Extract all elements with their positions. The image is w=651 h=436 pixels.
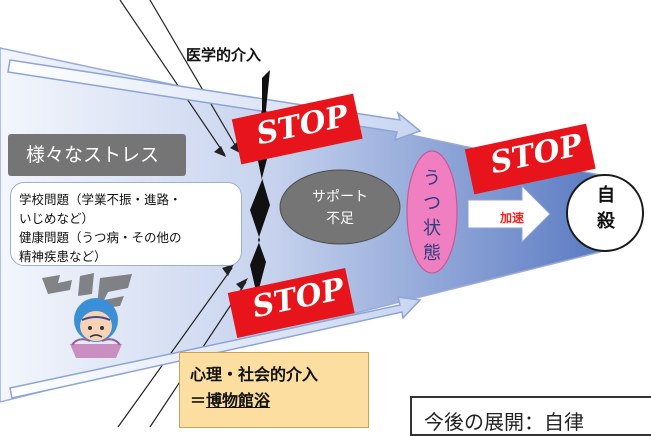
stress-line-3: 健康問題（うつ病・その他の xyxy=(19,230,182,245)
future-development-box: 今後の展開：自律 xyxy=(410,396,651,436)
museum-bath-label: 博物館浴 xyxy=(206,391,271,410)
stress-line-2: いじめなど） xyxy=(19,211,95,226)
stress-line-1: 学校問題（学業不振・進路・ xyxy=(19,192,182,207)
stress-line-4: 精神疾患など） xyxy=(19,249,107,264)
utsu-char-1: つ xyxy=(423,193,441,214)
suicide-label: 自殺 xyxy=(586,183,626,235)
equals-sign: ＝ xyxy=(190,391,207,410)
stop-sign-bottom xyxy=(227,268,355,338)
lower-flow-arrow xyxy=(9,296,422,399)
utsu-char-0: う xyxy=(423,168,441,189)
support-line-2: 不足 xyxy=(326,211,354,227)
utsu-char-2: 状 xyxy=(423,218,441,239)
suicide-char-0: 自 xyxy=(597,185,615,206)
acceleration-label: 加速 xyxy=(499,211,524,225)
acceleration-arrow-icon xyxy=(467,184,551,244)
medical-intervention-label: 医学的介入 xyxy=(186,46,262,64)
psychosocial-line-2: ＝博物館浴 xyxy=(190,388,358,414)
utsu-char-3: 態 xyxy=(423,243,441,264)
sad-person-icon xyxy=(42,273,132,358)
depression-label: うつ状態 xyxy=(418,166,446,266)
suicide-circle xyxy=(566,174,644,252)
support-shortage-label: サポート 不足 xyxy=(285,186,395,230)
arrowhead-top-1 xyxy=(214,146,226,157)
stress-title: 様々なストレス xyxy=(8,134,186,176)
stress-detail-box: 学校問題（学業不振・進路・ いじめなど） 健康問題（うつ病・その他の 精神疾患な… xyxy=(10,182,242,266)
psychosocial-intervention-box: 心理・社会的介入 ＝博物館浴 xyxy=(179,352,369,428)
arrowhead-bottom-1 xyxy=(222,264,234,276)
pressure-lines-top xyxy=(119,0,239,156)
depression-ellipse xyxy=(406,150,458,274)
support-shortage-ellipse xyxy=(279,169,401,245)
arrowhead-bottom-2 xyxy=(236,278,248,290)
psychosocial-line-1: 心理・社会的介入 xyxy=(190,365,319,384)
stop-sign-top xyxy=(231,93,363,165)
support-line-1: サポート xyxy=(312,189,368,205)
stop-sign-right xyxy=(464,123,596,195)
suicide-char-1: 殺 xyxy=(597,211,615,232)
upper-flow-arrow xyxy=(7,59,422,142)
